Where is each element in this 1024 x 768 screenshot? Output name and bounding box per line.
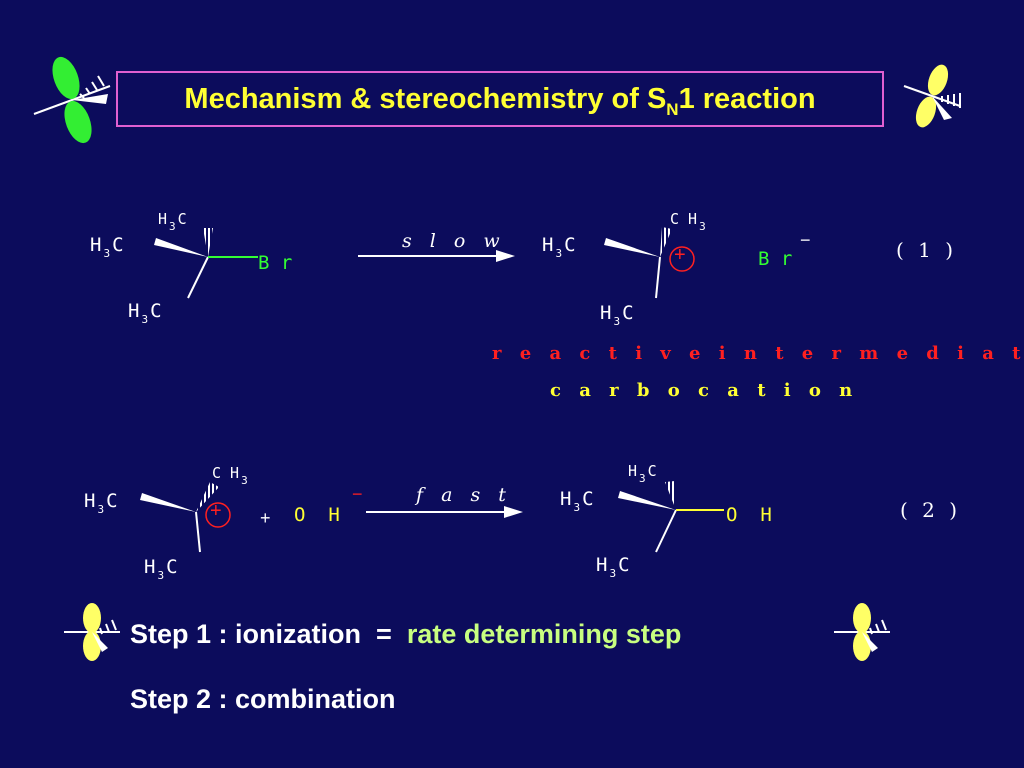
slow-arrow [358, 250, 515, 262]
carbocation1-bonds [604, 227, 695, 299]
p-orbital-icon-yellow [903, 64, 961, 128]
alcohol-product-bonds [618, 481, 724, 553]
nucleophile-charge: − [352, 484, 363, 504]
p-orbital-icon-green [33, 56, 111, 144]
anion-charge: − [800, 230, 811, 250]
hydroxide-nucleophile: O H [294, 504, 340, 526]
equation-number-2: ( 2 ) [900, 498, 962, 522]
reactant1-bonds [154, 228, 258, 299]
bromide-anion: B r [758, 248, 793, 270]
step-1: Step 1 : ionization = rate determining s… [130, 619, 682, 649]
p-orbital-icon-yellow [834, 603, 890, 661]
positive-charge: + [674, 244, 686, 266]
positive-charge: + [210, 500, 222, 522]
page-title: Mechanism & stereochemistry of SN1 react… [184, 83, 816, 119]
fast-arrow [366, 506, 523, 518]
carbocation-caption: c a r b o c a t i o n [550, 380, 859, 401]
reactive-intermediate-caption: r e a c t i v e i n t e r m e d i a t e [492, 343, 1024, 364]
plus-sign: + [260, 508, 271, 528]
step-2: Step 2 : combination [130, 684, 396, 714]
carbocation2-bonds [140, 482, 231, 553]
p-orbital-icon-yellow [64, 603, 120, 661]
fast-label: f a s t [416, 484, 512, 506]
equation-number-1: ( 1 ) [896, 238, 958, 262]
slow-label: s l o w [402, 230, 506, 252]
hydroxyl-substituent: O H [726, 504, 772, 526]
leaving-group-br: B r [258, 252, 293, 274]
title-box: Mechanism & stereochemistry of SN1 react… [116, 71, 884, 127]
